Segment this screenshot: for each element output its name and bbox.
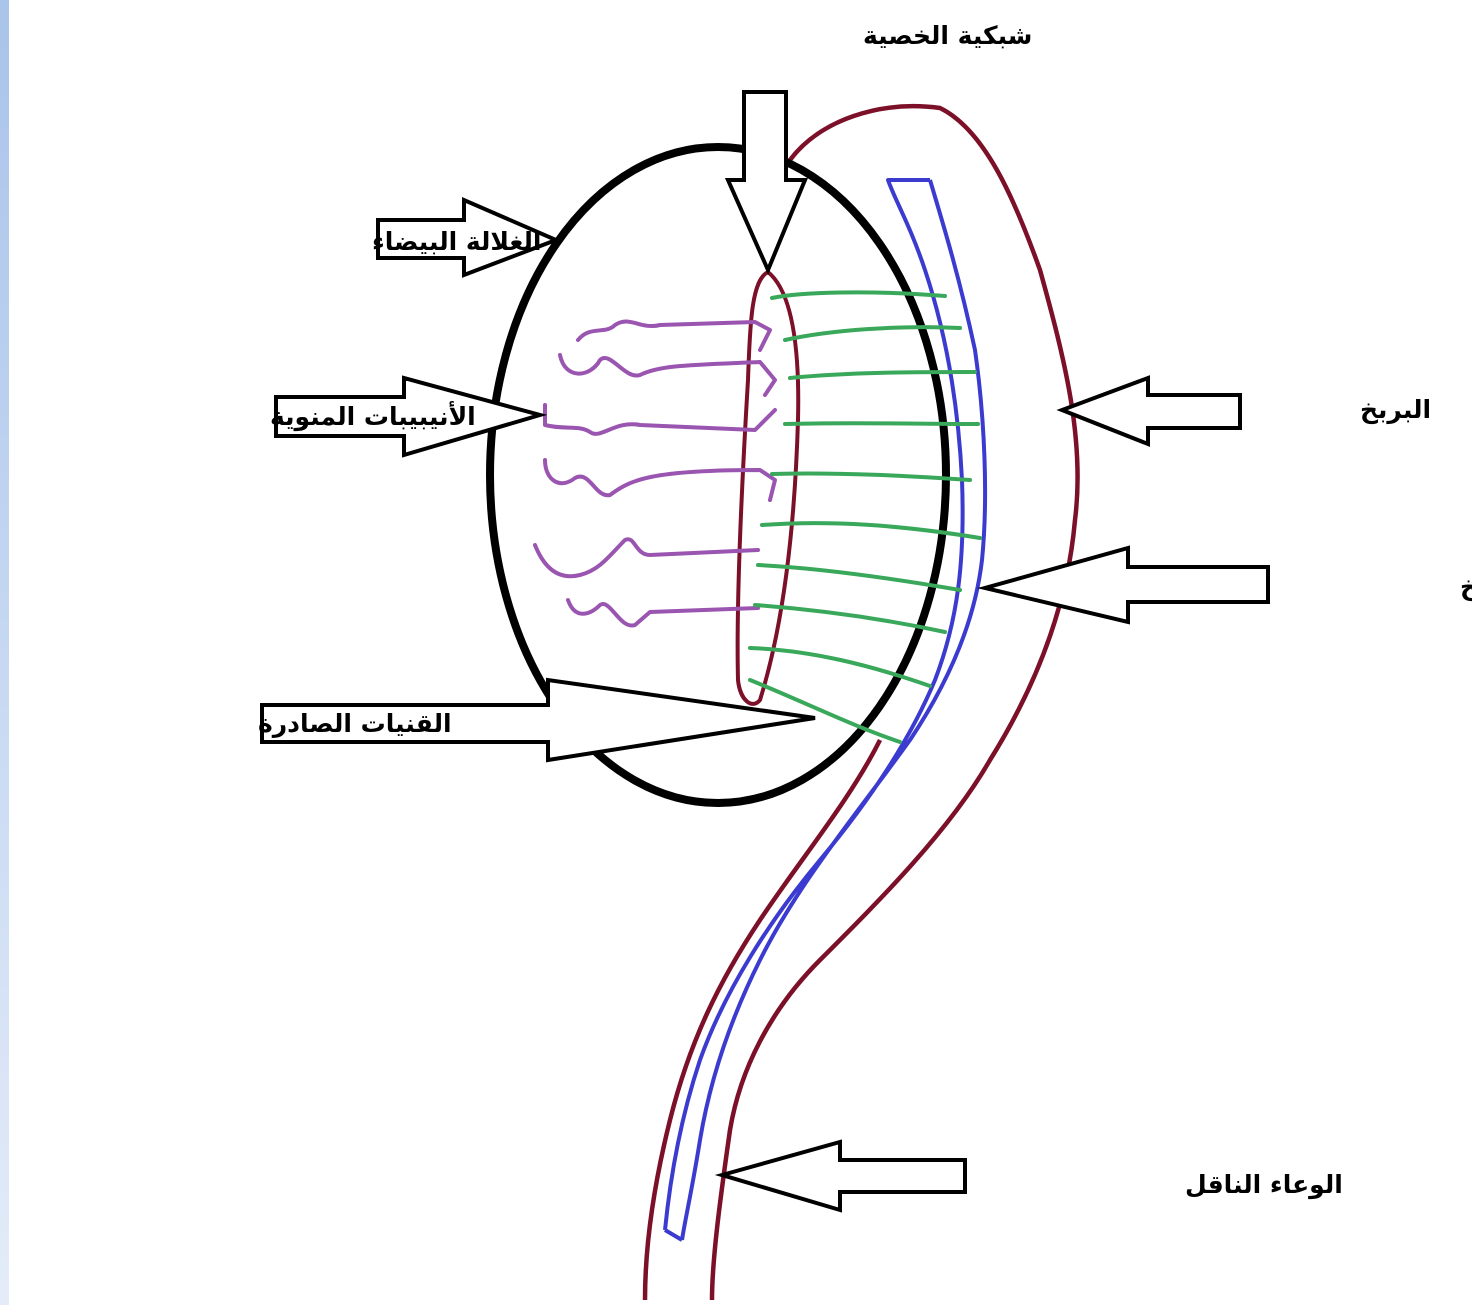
label-tunica-albuginea: الغلالة البيضاء (372, 227, 541, 256)
label-epididymal-duct: قناة البربخ (1460, 572, 1472, 602)
label-vas-deferens: الوعاء الناقل (1185, 1170, 1343, 1200)
label-rete-testis: شبكية الخصية (863, 21, 1032, 50)
arrow-epididymal-duct (985, 548, 1268, 622)
arrow-epididymis (1062, 378, 1240, 444)
arrow-vas-deferens (722, 1142, 965, 1210)
label-epididymis: البربخ (1360, 395, 1431, 425)
label-seminiferous-tubules: الأنيبيبات المنوية (270, 401, 476, 432)
label-efferent-ductules: القنيات الصادرة (258, 709, 452, 738)
arrow-rete-testis (728, 92, 805, 270)
